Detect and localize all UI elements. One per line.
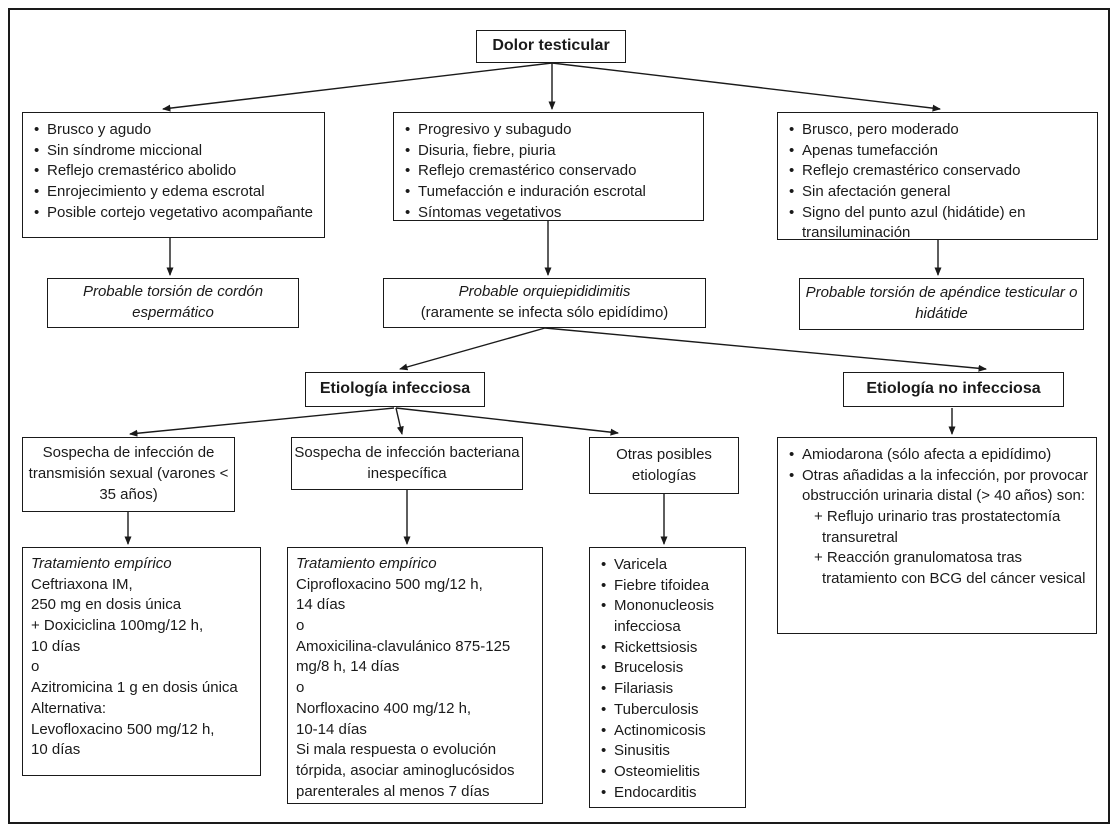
list-item: Reflejo cremastérico conservado bbox=[402, 161, 697, 182]
symptom-list: Progresivo y subagudo Disuria, fiebre, p… bbox=[394, 113, 703, 229]
list-item: Disuria, fiebre, piuria bbox=[402, 141, 697, 162]
list-item: Reflejo cremastérico abolido bbox=[31, 161, 318, 182]
tratamiento-bacteriana-box: Tratamiento empírico Ciprofloxacino 500 … bbox=[287, 547, 543, 804]
diagnosis-label: Probable orquiepididimitis bbox=[458, 283, 631, 301]
list-item: Varicela bbox=[598, 555, 739, 576]
treatment-line: o bbox=[296, 679, 305, 697]
list-item: Posible cortejo vegetativo acompañante bbox=[31, 203, 318, 224]
list-item-text: Otras añadidas a la infección, por provo… bbox=[802, 466, 1088, 505]
diagnosis-torsion-cordon-box: Probable torsión de cordón espermático bbox=[47, 278, 299, 328]
list-item: Tuberculosis bbox=[598, 700, 739, 721]
symptoms-torsion-apendice-box: Brusco, pero moderado Apenas tumefacción… bbox=[777, 112, 1098, 241]
sub-item: + Reflujo urinario tras prostatectomía t… bbox=[814, 508, 1061, 546]
treatment-line: + Doxiciclina 100mg/12 h, bbox=[31, 617, 204, 635]
list-item: Actinomicosis bbox=[598, 721, 739, 742]
title-box: Dolor testicular bbox=[476, 30, 626, 63]
list-item: Reflejo cremastérico conservado bbox=[786, 161, 1091, 182]
list-item: Fiebre tifoidea bbox=[598, 576, 739, 597]
symptom-list: Brusco y agudo Sin síndrome miccional Re… bbox=[23, 113, 324, 229]
list-item: Sin síndrome miccional bbox=[31, 141, 318, 162]
etiology-list: Varicela Fiebre tifoidea Mononucleosis i… bbox=[590, 548, 745, 809]
list-item: Tumefacción e induración escrotal bbox=[402, 182, 697, 203]
sospecha-label: Otras posibles etiologías bbox=[616, 445, 712, 484]
treatment-line: Si mala respuesta o evolución tórpida, a… bbox=[296, 741, 515, 800]
treatment-line: Levofloxacino 500 mg/12 h, bbox=[31, 720, 215, 738]
otras-etiologias-list-box: Varicela Fiebre tifoidea Mononucleosis i… bbox=[589, 547, 746, 808]
treatment-line: Alternativa: bbox=[31, 699, 107, 717]
list-item: Osteomielitis bbox=[598, 762, 739, 783]
treatment-line: 250 mg en dosis única bbox=[31, 596, 182, 614]
sospecha-ets-box: Sospecha de infección de transmisión sex… bbox=[22, 437, 235, 512]
list-item: Amiodarona (sólo afecta a epidídimo) bbox=[786, 445, 1090, 466]
detail-list: Amiodarona (sólo afecta a epidídimo) Otr… bbox=[778, 438, 1096, 596]
list-item: Brusco, pero moderado bbox=[786, 120, 1091, 141]
sub-item-group: + Reflujo urinario tras prostatectomía t… bbox=[802, 507, 1090, 590]
list-item: Apenas tumefacción bbox=[786, 141, 1091, 162]
treatment-line: 10-14 días bbox=[296, 720, 367, 738]
treatment-line: o bbox=[31, 658, 40, 676]
treatment-title: Tratamiento empírico bbox=[296, 555, 437, 572]
sub-item: + Reacción granulomatosa tras tratamient… bbox=[814, 549, 1086, 588]
otras-posibles-etiologias-box: Otras posibles etiologías bbox=[589, 437, 739, 494]
list-item: Brucelosis bbox=[598, 658, 739, 679]
list-item: Brusco y agudo bbox=[31, 120, 318, 141]
diagnosis-sublabel: (raramente se infecta sólo epidídimo) bbox=[420, 304, 669, 321]
list-item: Rickettsiosis bbox=[598, 638, 739, 659]
outer-frame bbox=[8, 8, 1110, 824]
list-item: Endocarditis bbox=[598, 783, 739, 804]
treatment-line: 14 días bbox=[296, 596, 346, 614]
list-item: Otras añadidas a la infección, por provo… bbox=[786, 466, 1090, 590]
symptoms-orquiepididimitis-box: Progresivo y subagudo Disuria, fiebre, p… bbox=[393, 112, 704, 223]
sospecha-label: Sospecha de infección bacteriana inespec… bbox=[294, 443, 520, 482]
list-item: Mononucleosis infecciosa bbox=[598, 596, 739, 637]
diagnosis-label: Probable torsión de apéndice testicular … bbox=[805, 284, 1078, 322]
sospecha-bacteriana-box: Sospecha de infección bacteriana inespec… bbox=[291, 437, 523, 490]
diagnosis-orquiepididimitis-box: Probable orquiepididimitis (raramente se… bbox=[383, 278, 706, 328]
treatment-line: Ceftriaxona IM, bbox=[31, 575, 133, 593]
diagnosis-label: Probable torsión de cordón espermático bbox=[82, 283, 264, 321]
sospecha-label: Sospecha de infección de transmisión sex… bbox=[28, 444, 229, 503]
etiologia-label: Etiología no infecciosa bbox=[866, 380, 1041, 398]
treatment-line: 10 días bbox=[31, 741, 81, 759]
etiologia-label: Etiología infecciosa bbox=[319, 380, 471, 398]
list-item: Sin afectación general bbox=[786, 182, 1091, 203]
treatment-line: Amoxicilina-clavulánico 875-125 mg/8 h, … bbox=[296, 637, 511, 676]
treatment-line: o bbox=[296, 617, 305, 635]
etiologia-infecciosa-box: Etiología infecciosa bbox=[305, 372, 485, 407]
symptoms-torsion-cord-box: Brusco y agudo Sin síndrome miccional Re… bbox=[22, 112, 325, 238]
list-item: Filariasis bbox=[598, 679, 739, 700]
list-item: Signo del punto azul (hidátide) en trans… bbox=[786, 203, 1091, 244]
symptom-list: Brusco, pero moderado Apenas tumefacción… bbox=[778, 113, 1097, 250]
etiologia-no-infecciosa-box: Etiología no infecciosa bbox=[843, 372, 1064, 407]
treatment-title: Tratamiento empírico bbox=[31, 555, 172, 572]
treatment-line: Azitromicina 1 g en dosis única bbox=[31, 679, 238, 697]
no-infecciosa-detail-box: Amiodarona (sólo afecta a epidídimo) Otr… bbox=[777, 437, 1097, 634]
list-item: Síntomas vegetativos bbox=[402, 203, 697, 224]
list-item: Enrojecimiento y edema escrotal bbox=[31, 182, 318, 203]
list-item: Sinusitis bbox=[598, 741, 739, 762]
treatment-line: Norfloxacino 400 mg/12 h, bbox=[296, 699, 472, 717]
diagnosis-torsion-apendice-box: Probable torsión de apéndice testicular … bbox=[799, 278, 1084, 330]
list-item: Progresivo y subagudo bbox=[402, 120, 697, 141]
treatment-line: Ciprofloxacino 500 mg/12 h, bbox=[296, 575, 483, 593]
page-title: Dolor testicular bbox=[492, 37, 610, 55]
tratamiento-ets-box: Tratamiento empírico Ceftriaxona IM, 250… bbox=[22, 547, 261, 776]
treatment-line: 10 días bbox=[31, 637, 81, 655]
